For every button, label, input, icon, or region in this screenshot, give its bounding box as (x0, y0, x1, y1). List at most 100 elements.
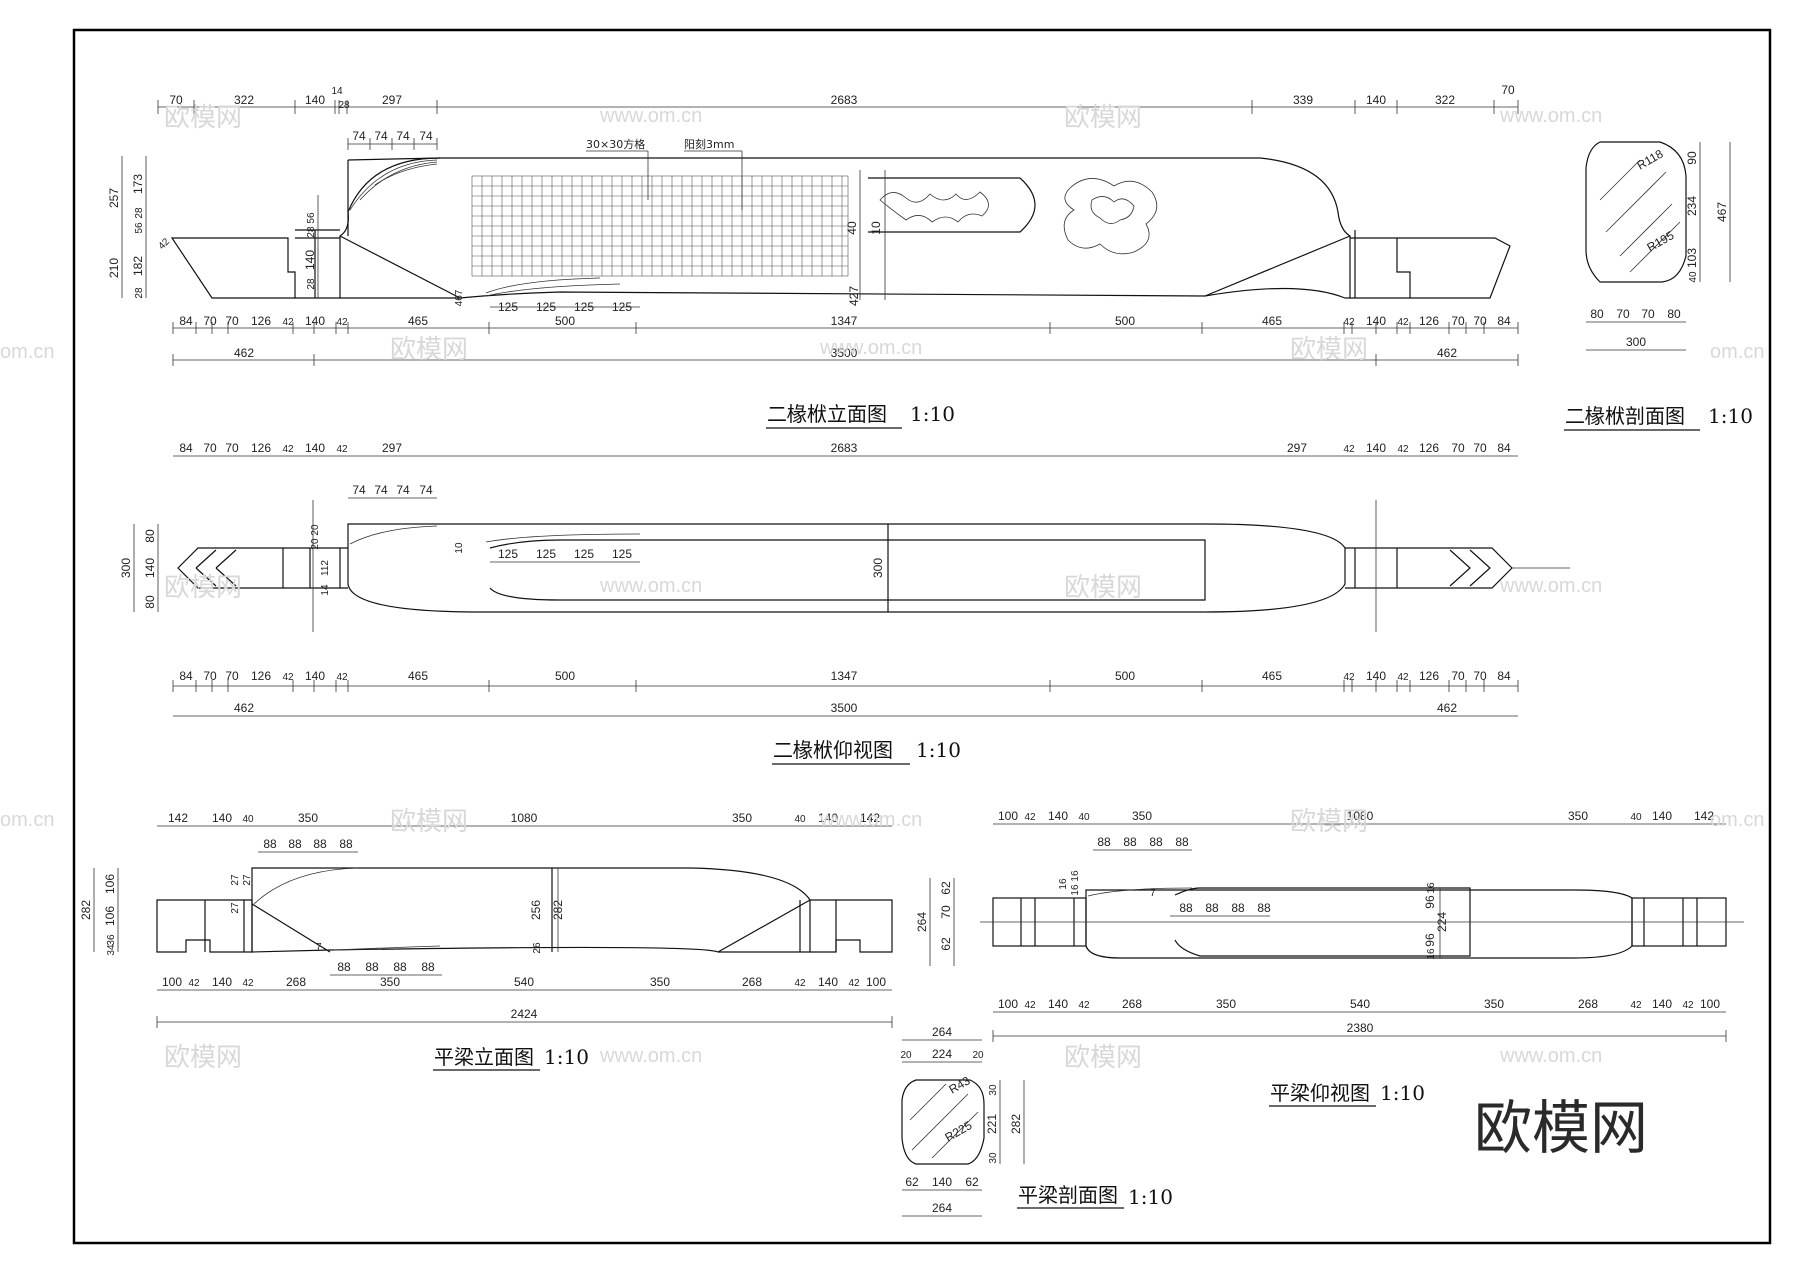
dim: 34 (106, 944, 117, 956)
dim: 88 (1231, 901, 1245, 915)
dim: 88 (337, 960, 351, 974)
dim: 80 (1590, 307, 1604, 321)
radius-label: R225 (943, 1118, 975, 1145)
dim: 42 (1630, 1000, 1642, 1011)
dim: 88 (1149, 835, 1163, 849)
dim: 173 (131, 174, 145, 194)
radius-label: R118 (1635, 146, 1666, 172)
dim: 88 (1257, 901, 1271, 915)
dim: 74 (352, 129, 366, 143)
dim: 42 (336, 444, 348, 455)
dim: 268 (742, 975, 762, 989)
dim: 84 (1497, 441, 1511, 455)
beam-elevation-outline (251, 867, 811, 953)
dim: 74 (419, 483, 433, 497)
dim: 80 (143, 529, 157, 543)
dim: 74 (396, 483, 410, 497)
dim: 42 (188, 978, 200, 989)
dim: 140 (1366, 441, 1386, 455)
dim: 56 (134, 222, 145, 234)
dim: 88 (365, 960, 379, 974)
dim: 140 (1366, 93, 1386, 107)
watermark-brand: 欧模网 (164, 573, 242, 603)
dim: 140 (212, 811, 232, 825)
dim: 1080 (511, 811, 538, 825)
dim: 126 (1419, 314, 1439, 328)
dim: 125 (498, 547, 518, 561)
dim: 80 (1667, 307, 1681, 321)
dim: 62 (965, 1175, 979, 1189)
sheet-frame (72, 28, 1772, 1245)
dim: 465 (408, 314, 428, 328)
watermarks: 欧模网 www.om.cn 欧模网 www.om.cn om.cn 欧模网 ww… (0, 103, 1764, 1073)
dim: 74 (374, 483, 388, 497)
dim: 350 (1568, 809, 1588, 823)
watermark-brand: 欧模网 (1290, 807, 1368, 837)
dim: 140 (1048, 997, 1068, 1011)
dim: 224 (1435, 912, 1449, 932)
dim: 142 (1694, 809, 1714, 823)
dim: 90 (1685, 151, 1699, 165)
dim: 7 (1150, 888, 1156, 899)
watermark-brand: 欧模网 (164, 1043, 242, 1073)
dim: 42 (156, 236, 172, 252)
dim: 42 (848, 978, 860, 989)
dim: 70 (1641, 307, 1655, 321)
beam-elevation-title: 平梁立面图 (434, 1045, 534, 1069)
dim: 297 (382, 441, 402, 455)
dim: 42 (336, 317, 348, 328)
dim: 84 (179, 314, 193, 328)
dim: 500 (1115, 314, 1135, 328)
right-end-piece (1350, 237, 1511, 299)
dim: 28 (338, 100, 350, 111)
dim: 182 (131, 256, 145, 276)
dim: 88 (288, 837, 302, 851)
dim: 74 (419, 129, 433, 143)
dim: 42 (282, 672, 294, 683)
dim: 268 (1578, 997, 1598, 1011)
beam-section-title: 平梁剖面图 (1018, 1183, 1118, 1207)
dim: 40 (1078, 812, 1090, 823)
dim: 16 (1426, 882, 1437, 894)
watermark-brand: 欧模网 (1290, 335, 1368, 365)
dim: 74 (374, 129, 388, 143)
watermark-url: www.om.cn (1499, 105, 1602, 127)
dim: 62 (905, 1175, 919, 1189)
dim: 28 (306, 278, 317, 290)
dim: 70 (225, 441, 239, 455)
dim: 30 (988, 1084, 999, 1096)
dim: 96 (1423, 895, 1437, 909)
dim: 42 (1343, 317, 1355, 328)
dim: 42 (794, 978, 806, 989)
dim: 140 (1652, 809, 1672, 823)
dim: 462 (234, 701, 254, 715)
dim: 88 (313, 837, 327, 851)
dim: 465 (408, 669, 428, 683)
dim: 100 (866, 975, 886, 989)
dim: 70 (1501, 83, 1515, 97)
dim: 16 (1070, 870, 1081, 882)
watermark-url: om.cn (1710, 809, 1764, 831)
dim: 28 (306, 226, 317, 238)
dim: 27 (230, 902, 241, 914)
dim: 1347 (831, 669, 858, 683)
dim: 297 (1287, 441, 1307, 455)
dim: 462 (1437, 346, 1457, 360)
dim: 282 (1009, 1114, 1023, 1134)
dim: 2683 (831, 441, 858, 455)
dim: 100 (998, 997, 1018, 1011)
dim: 322 (1435, 93, 1455, 107)
dim: 70 (1451, 314, 1465, 328)
dim: 462 (234, 346, 254, 360)
dim: 14 (331, 86, 343, 97)
section-title: 二椽栿剖面图 (1565, 404, 1685, 428)
dim: 210 (107, 258, 121, 278)
watermark-brand: 欧模网 (1064, 103, 1142, 133)
dim: 70 (1616, 307, 1630, 321)
dim: 42 (282, 317, 294, 328)
dim: 27 (242, 874, 253, 886)
elevation-view: 70 322 140 14 28 297 2683 339 140 322 70… (107, 83, 1519, 429)
dim: 282 (79, 900, 93, 920)
dim: 26 (532, 942, 543, 954)
